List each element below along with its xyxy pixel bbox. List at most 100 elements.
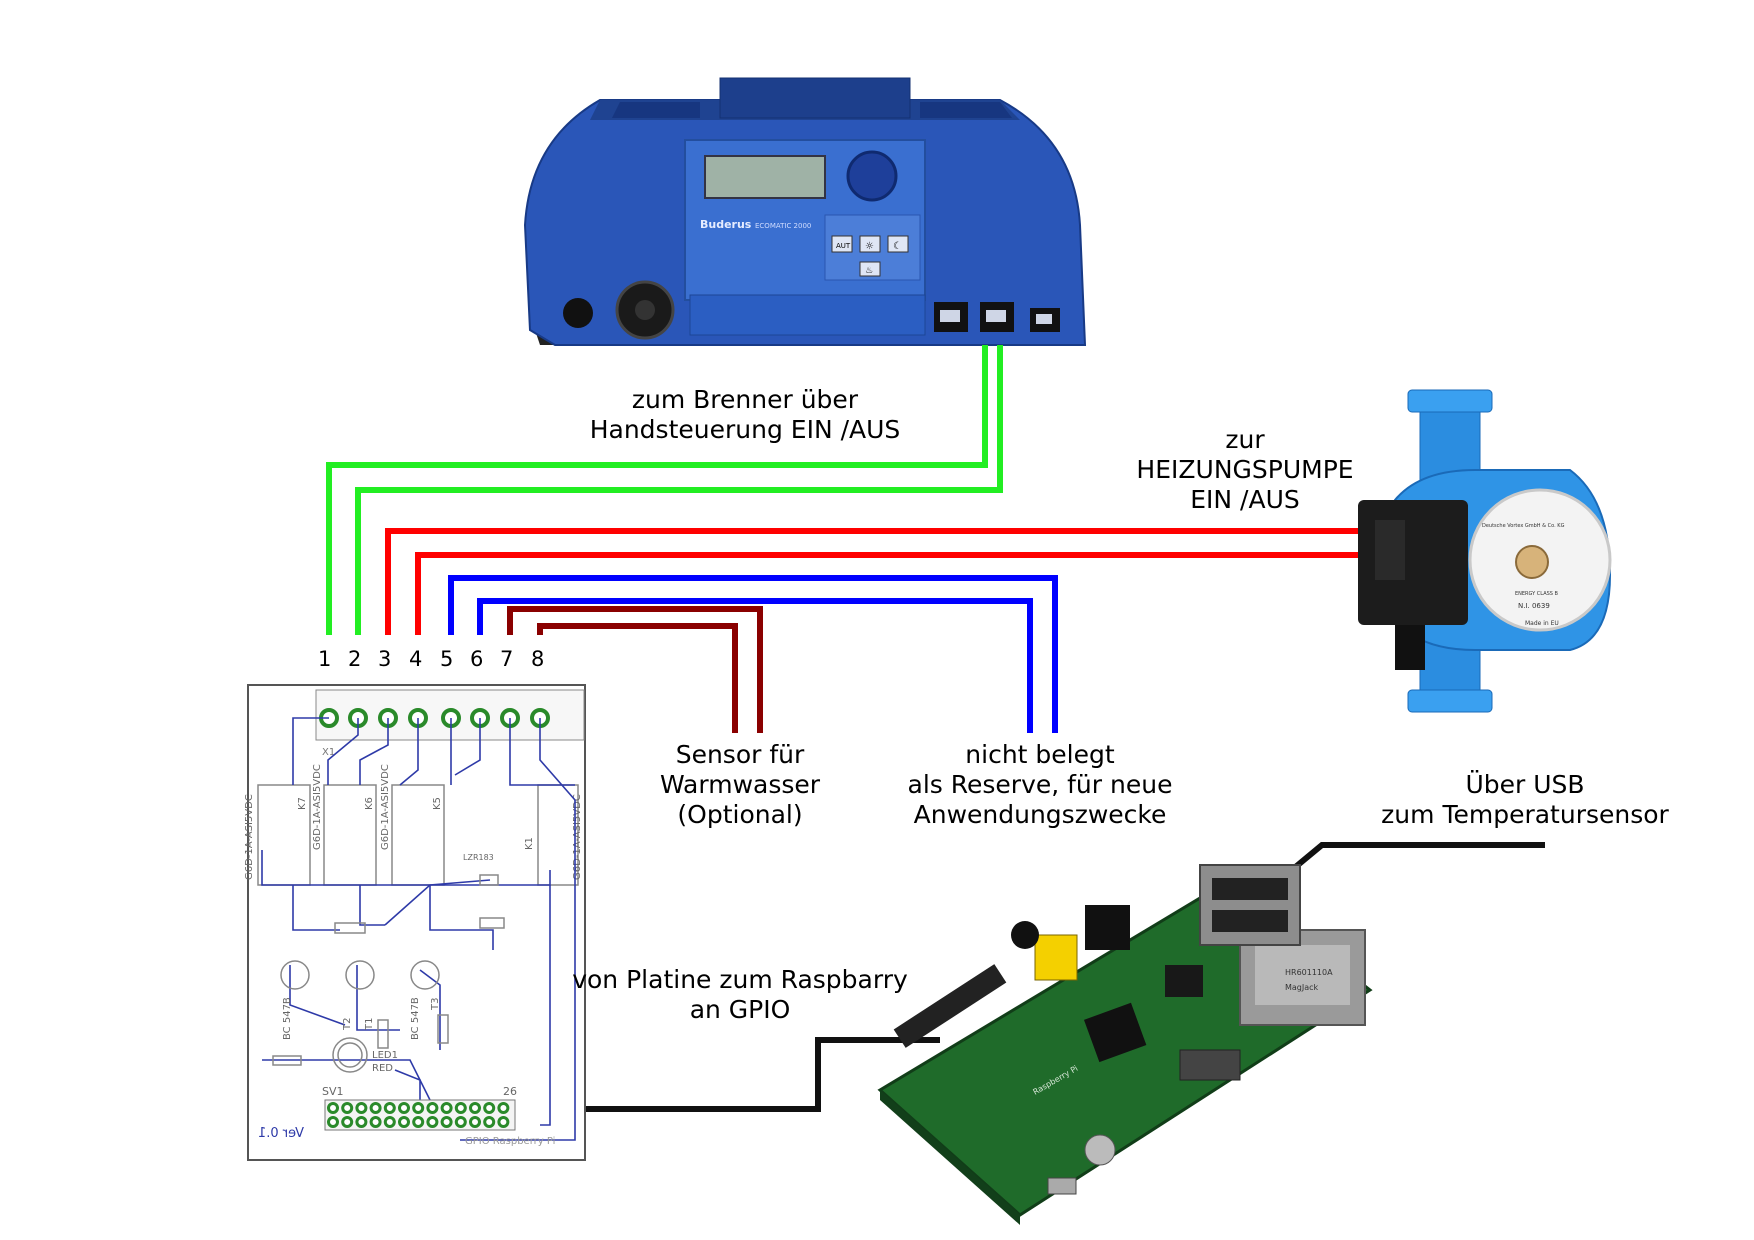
pump-class: ENERGY CLASS B [1515, 591, 1559, 597]
rpi-micro-usb [1047, 1177, 1077, 1195]
gpio-pin [369, 1116, 382, 1128]
sensor-wire-a [507, 606, 763, 733]
gpio-pin [327, 1102, 339, 1114]
pcb-transistor-labels: BC 547B T2 T1 BC 547B T3 LED1 RED LZR183 [282, 853, 494, 1074]
svg-text:T2: T2 [342, 1018, 353, 1031]
svg-text:LZR183: LZR183 [463, 853, 494, 862]
controller-brand: Buderus [700, 218, 752, 231]
label-sensor: Sensor für Warmwasser (Optional) [659, 740, 821, 829]
transistor-t3 [410, 960, 440, 990]
svg-text:AUT: AUT [836, 242, 851, 250]
controller-vent-left [612, 102, 700, 118]
transistor-t2 [280, 960, 310, 990]
pump-wire-b [415, 552, 1385, 635]
label-burner: zum Brenner über Handsteuerung EIN /AUS [589, 385, 901, 444]
gpio-pins [327, 1102, 510, 1128]
svg-text:G6D-1A-ASI5VDC: G6D-1A-ASI5VDC [312, 764, 323, 850]
rpi-chip [1165, 965, 1203, 997]
svg-text:♨: ♨ [865, 266, 873, 276]
pump-cable-gland [1395, 625, 1425, 670]
button-moon [887, 235, 909, 253]
label-gpio: von Platine zum Raspbarry an GPIO [572, 965, 908, 1024]
usb-wire [1291, 842, 1545, 872]
rpi-gpio-header [893, 964, 1007, 1048]
gpio-pin [440, 1102, 453, 1114]
svg-text:☾: ☾ [893, 241, 902, 252]
button-hotwater [859, 261, 881, 277]
rpi-composite-jack [1034, 934, 1078, 981]
pump-screw [1515, 545, 1549, 579]
burner-wire-a [326, 345, 988, 635]
raspberry-pi: HR601110A MagJack Raspberry Pi [877, 864, 1373, 1225]
wires [326, 345, 1545, 1112]
gpio-pin [497, 1102, 510, 1114]
svg-text:T1: T1 [364, 1018, 375, 1031]
pcb-traces [261, 717, 576, 1141]
gpio-pin [383, 1116, 396, 1128]
gpio-pin [454, 1116, 467, 1128]
gpio-pin [483, 1102, 496, 1114]
pin-1: 1 [318, 647, 332, 671]
pin-8: 8 [531, 647, 545, 671]
pump-terminal-box [1358, 500, 1468, 625]
pcb-transistors [280, 960, 440, 1073]
controller-dial [846, 150, 898, 202]
controller-buttons: AUT ☼ ☾ ♨ [831, 235, 909, 277]
label-usb: Über USB zum Temperatursensor [1381, 770, 1669, 829]
gpio-pin [327, 1116, 339, 1128]
pcb-layout: X1 G6D-1A-ASI5VDC G6D-1A-ASI5VDC G6D-1A-… [244, 684, 586, 1161]
gpio-pin [398, 1116, 410, 1128]
burner-wire-b [355, 345, 1003, 635]
transistor-t1 [345, 960, 375, 990]
pin-5: 5 [440, 647, 454, 671]
gpio-pin [355, 1116, 368, 1128]
gpio-pin [355, 1102, 368, 1114]
reserve-wire-b [477, 598, 1033, 733]
svg-text:RED: RED [372, 1063, 393, 1074]
svg-text:K5: K5 [432, 797, 443, 810]
gpio-pin [483, 1116, 496, 1128]
svg-text:BC 547B: BC 547B [282, 997, 293, 1040]
reserve-wire-a [448, 575, 1058, 733]
svg-text:☼: ☼ [865, 241, 874, 252]
terminal-block-label: X1 [322, 747, 335, 758]
led1 [332, 1037, 368, 1073]
label-reserve: nicht belegt als Reserve, für neue Anwen… [907, 740, 1173, 829]
svg-text:G6D-1A-ASI5VDC: G6D-1A-ASI5VDC [380, 764, 391, 850]
svg-text:G6D-1A-ASI5VDC: G6D-1A-ASI5VDC [572, 794, 583, 880]
button-aut [831, 235, 853, 253]
gpio-pin [412, 1102, 425, 1114]
sensor-wire-b [537, 623, 738, 733]
pin-3: 3 [378, 647, 392, 671]
svg-text:LED1: LED1 [372, 1050, 398, 1061]
gpio-pin [412, 1116, 425, 1128]
pcb-connector-label: SV1 [322, 1085, 344, 1098]
gpio-pin [497, 1116, 510, 1128]
pump-serial: N.I. 0639 [1518, 602, 1550, 610]
rpi-chip-label: HR601110A [1285, 968, 1333, 977]
rpi-hdmi [1179, 1049, 1241, 1081]
svg-text:T3: T3 [430, 998, 441, 1011]
pin-7: 7 [500, 647, 514, 671]
pcb-outline [247, 684, 586, 1161]
pin-2: 2 [348, 647, 362, 671]
gpio-pin [341, 1102, 354, 1114]
svg-text:K6: K6 [364, 797, 375, 810]
controller-model: ECOMATIC 2000 [755, 222, 811, 230]
gpio-pin [398, 1102, 410, 1114]
gpio-pin [426, 1102, 439, 1114]
svg-text:K7: K7 [297, 797, 308, 810]
pcb-relay-labels: G6D-1A-ASI5VDC G6D-1A-ASI5VDC G6D-1A-ASI… [244, 764, 583, 880]
button-sun [859, 235, 881, 253]
svg-text:BC 547B: BC 547B [410, 997, 421, 1040]
svg-text:K1: K1 [524, 837, 535, 850]
heating-controller: Buderus ECOMATIC 2000 AUT ☼ ☾ ♨ [523, 77, 1087, 346]
gpio-pin [469, 1102, 481, 1114]
pump-wire-a [385, 528, 1385, 635]
pcb-footer: GPIO Raspberry Pi [465, 1136, 555, 1147]
label-pump: zur HEIZUNGSPUMPE EIN /AUS [1136, 425, 1354, 514]
gpio-wire [513, 1037, 940, 1112]
rpi-capacitor [1084, 1134, 1116, 1166]
rpi-connector-label: MagJack [1285, 983, 1319, 992]
